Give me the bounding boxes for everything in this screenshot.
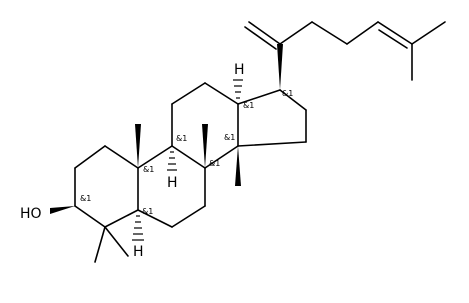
ring-d: [237, 89, 307, 147]
stereo-c17: &1: [282, 89, 293, 98]
bond-c20-ch2-b: [244, 26, 277, 50]
ring-b: [137, 145, 206, 228]
bond-c6-c5: [137, 209, 173, 228]
bond-c20-ch2-a: [248, 21, 281, 45]
bond-c3-c4: [74, 205, 106, 228]
bond-c22-c23: [311, 21, 348, 45]
bond-c13-c17: [237, 89, 281, 105]
stereo-c10: &1: [143, 165, 154, 174]
bond-c4-methyl-a: [94, 226, 106, 263]
wedge-c10-methyl: [135, 124, 141, 168]
bond-c24-c25-b: [378, 29, 408, 49]
atom-labels: HO H H H: [20, 62, 245, 260]
bond-c4-methyl-b: [104, 226, 129, 257]
stereo-hydrogens: [50, 79, 243, 241]
bond-c12-c13: [204, 82, 239, 105]
bond-c10-c9: [137, 145, 173, 169]
stereo-c13: &1: [243, 101, 254, 110]
ring-c: [171, 82, 239, 169]
stereo-c14: &1: [224, 133, 235, 142]
hydrogen-c9-label: H: [167, 175, 178, 191]
stereo-c5: &1: [142, 207, 153, 216]
bond-c23-c24: [346, 21, 379, 45]
bond-c11-c12: [171, 82, 206, 105]
side-chain: [244, 21, 446, 90]
bond-c15-c14: [237, 141, 307, 147]
hydrogen-c13-label: H: [234, 62, 245, 78]
stereo-c8: &1: [209, 159, 220, 168]
bond-c7-c6: [171, 205, 206, 228]
hydroxyl-label: HO: [20, 206, 42, 222]
methyl-groups: [94, 124, 241, 263]
bond-c14-c8: [204, 145, 239, 169]
stereo-c9: &1: [176, 134, 187, 143]
bond-c9-c8: [171, 145, 206, 169]
bond-c10-c1: [104, 145, 139, 169]
bond-c24-c25-a: [377, 21, 413, 45]
hydrogen-c5-label: H: [133, 244, 144, 260]
bond-c1-c2: [74, 145, 106, 169]
bond-c20-c22: [279, 21, 313, 45]
bond-c4-c5: [104, 209, 139, 228]
wedge-c14-methyl: [235, 146, 241, 186]
wedge-c17-c20: [277, 44, 283, 90]
bond-c17-c16: [279, 89, 307, 111]
bond-c25-c26: [411, 21, 446, 45]
stereo-c3: &1: [80, 194, 91, 203]
wedge-c3-oh: [50, 206, 75, 214]
stereo-descriptors: &1 &1 &1 &1 &1 &1 &1 &1: [80, 89, 293, 216]
ring-a: [74, 145, 139, 228]
wedge-c8-methyl: [202, 124, 208, 168]
